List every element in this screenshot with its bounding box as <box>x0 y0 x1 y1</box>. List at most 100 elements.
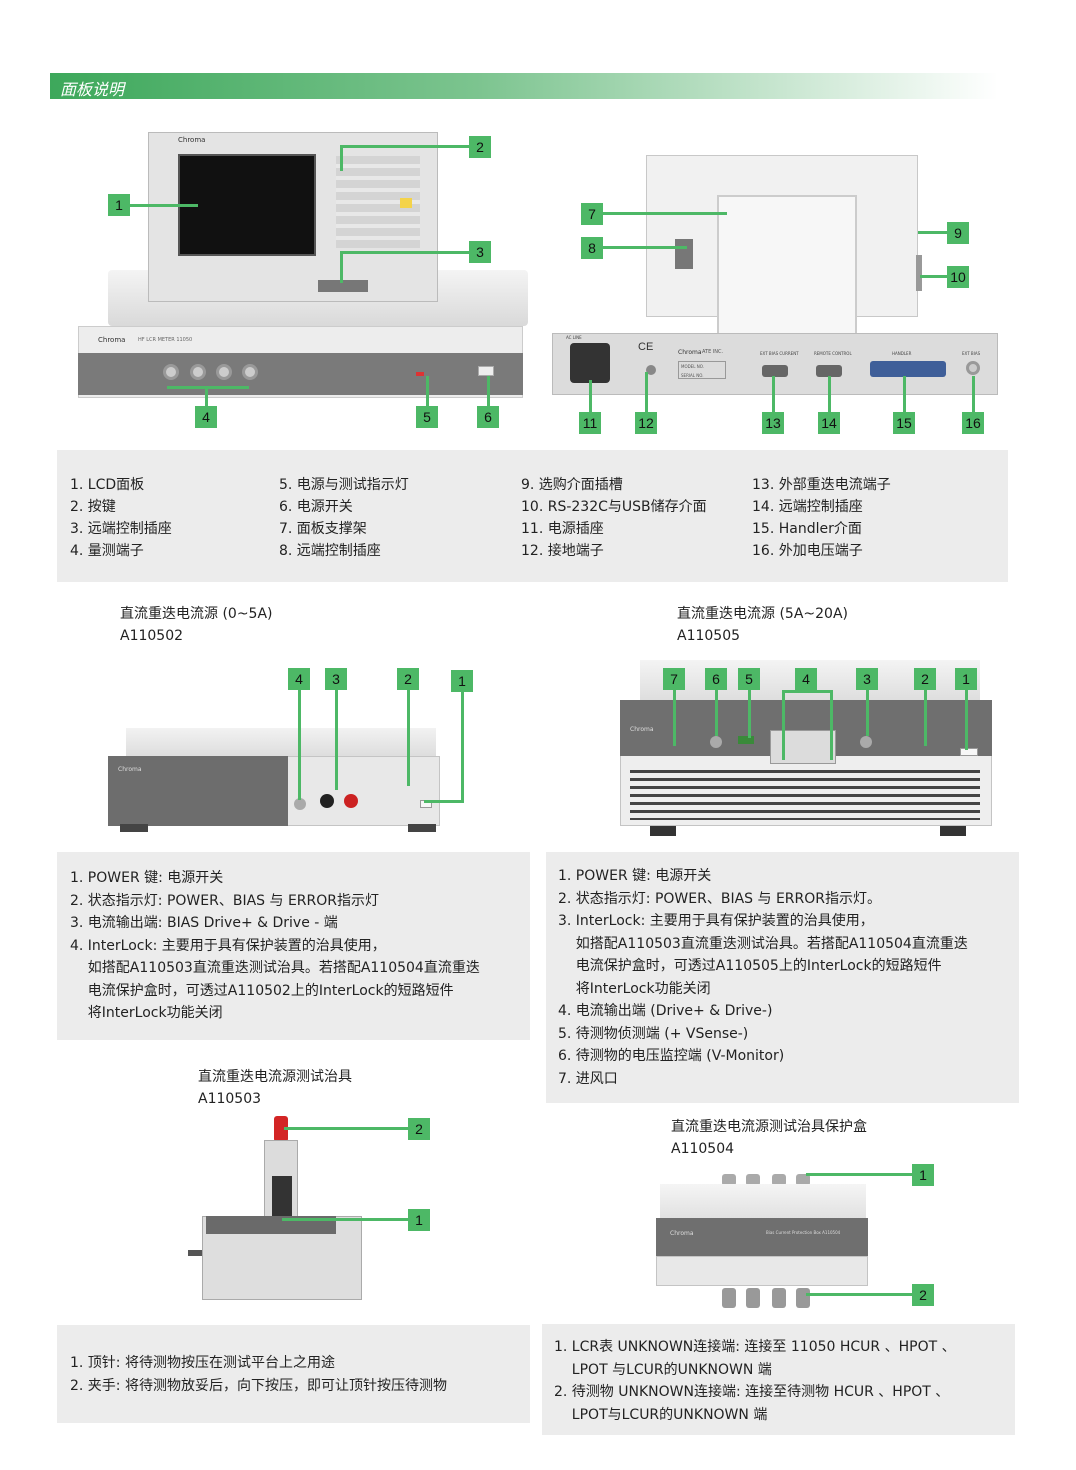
legend-item: 14. 远端控制插座 <box>752 499 863 515</box>
callout-badge: 2 <box>397 668 419 690</box>
lcr-meter-rear-image: AC LINE CE Chroma ATE INC. MODEL NO.SERI… <box>552 155 998 395</box>
ac-line-label: AC LINE <box>566 335 582 340</box>
a110504-model: A110504 <box>671 1141 735 1157</box>
callout-badge: 2 <box>914 668 936 690</box>
interlock-port <box>860 736 872 748</box>
legend-item: 3. 远端控制插座 <box>70 521 172 537</box>
ate-label: ATE INC. <box>702 349 724 355</box>
desc-line: 1. POWER 键: 电源开关 <box>558 868 712 884</box>
a110505-image: Chroma <box>620 660 992 836</box>
a110505-description-panel: 1. POWER 键: 电源开关 2. 状态指示灯: POWER、BIAS 与 … <box>546 852 1019 1103</box>
desc-line: 3. 电流输出端: BIAS Drive+ & Drive - 端 <box>70 915 338 931</box>
callout-badge: 10 <box>947 266 969 288</box>
section-title: 面板说明 <box>60 80 125 99</box>
desc-line: 电流保护盒时，可透过A110505上的InterLock的短路短件 <box>558 958 942 974</box>
desc-line: 电流保护盒时，可透过A110502上的InterLock的短路短件 <box>70 982 454 999</box>
legend-item: 16. 外加电压端子 <box>752 543 863 559</box>
callout-badge: 9 <box>947 222 969 244</box>
a110502-description-panel: 1. POWER 键: 电源开关 2. 状态指示灯: POWER、BIAS 与 … <box>57 852 530 1040</box>
desc-line: 1. POWER 键: 电源开关 <box>70 870 224 886</box>
bnc-connector-icon <box>796 1288 810 1308</box>
legend-item: 4. 量测端子 <box>70 543 144 559</box>
desc-line: 将InterLock功能关闭 <box>70 1005 223 1021</box>
desc-line: LPOT 与LCUR的UNKNOWN 端 <box>554 1361 772 1378</box>
a110502-title: 直流重迭电流源 (0~5A) <box>120 606 273 622</box>
callout-badge: 1 <box>108 194 130 216</box>
bnc-connector-icon[interactable] <box>216 364 232 380</box>
callout-badge: 3 <box>325 668 347 690</box>
callout-badge: 4 <box>288 668 310 690</box>
main-legend-panel: 1. LCD面板 2. 按键 3. 远端控制插座 4. 量测端子 5. 电源与测… <box>57 450 1008 582</box>
interlock-port <box>294 798 306 810</box>
a110503-title: 直流重迭电流源测试治具 <box>198 1069 352 1085</box>
front-model: HF LCR METER 11050 <box>138 337 193 343</box>
callout-badge: 7 <box>581 203 603 225</box>
desc-line: 如搭配A110503直流重迭测试治具。若搭配A110504直流重迭 <box>558 935 968 952</box>
bnc-connector-icon <box>772 1288 786 1308</box>
vsense-port <box>738 736 754 744</box>
callout-badge: 14 <box>818 412 840 434</box>
power-button[interactable] <box>960 748 978 756</box>
a110504-description-panel: 1. LCR表 UNKNOWN连接端: 连接至 11050 HCUR 、HPOT… <box>542 1324 1015 1435</box>
callout-badge: 13 <box>762 412 784 434</box>
callout-badge: 7 <box>663 668 685 690</box>
desc-line: 2. 夹手: 将待测物放妥后，向下按压，即可让顶针按压待测物 <box>70 1377 447 1394</box>
callout-badge: 2 <box>469 136 491 158</box>
desc-line: 将InterLock功能关闭 <box>558 980 711 997</box>
legend-item: 7. 面板支撑架 <box>279 521 367 537</box>
front-brand: Chroma <box>98 336 126 344</box>
legend-item: 8. 远端控制插座 <box>279 543 381 559</box>
desc-line: 1. 顶针: 将待测物按压在测试平台上之用途 <box>70 1355 335 1371</box>
bnc-connector-icon <box>746 1288 760 1308</box>
desc-line: 5. 待测物侦测端 (+ VSense-) <box>558 1025 749 1042</box>
desc-line: LPOT与LCUR的UNKNOWN 端 <box>554 1406 768 1423</box>
legend-item: 13. 外部重迭电流端子 <box>752 477 891 493</box>
a110503-description-panel: 1. 顶针: 将待测物按压在测试平台上之用途 2. 夹手: 将待测物放妥后，向下… <box>57 1325 530 1423</box>
callout-badge: 3 <box>856 668 878 690</box>
clamp-handle[interactable] <box>274 1116 288 1142</box>
desc-line: 如搭配A110503直流重迭测试治具。若搭配A110504直流重迭 <box>70 960 480 976</box>
bnc-connector-icon <box>722 1288 736 1308</box>
callout-badge: 12 <box>635 412 657 434</box>
ext-bias-port <box>762 365 788 377</box>
power-switch[interactable] <box>478 366 494 376</box>
bnc-connector-icon[interactable] <box>190 364 206 380</box>
rs232-port <box>675 239 693 269</box>
callout-badge: 3 <box>469 241 491 263</box>
bnc-connector-icon[interactable] <box>242 364 258 380</box>
legend-item: 10. RS-232C与USB储存介面 <box>521 499 707 515</box>
section-header-bar: 面板说明 <box>50 73 998 99</box>
v-monitor-port <box>710 736 722 748</box>
bnc-connector-icon[interactable] <box>163 364 179 380</box>
callout-badge: 1 <box>955 668 977 690</box>
legend-item: 2. 按键 <box>70 499 116 515</box>
callout-badge: 1 <box>408 1209 430 1231</box>
bnc-connector-icon <box>966 361 980 375</box>
legend-item: 6. 电源开关 <box>279 499 353 515</box>
top-brand: Chroma <box>178 136 206 144</box>
rear-brand: Chroma <box>678 349 702 356</box>
nameplate: MODEL NO.SERIAL NO. <box>678 361 726 379</box>
a110502-model: A110502 <box>120 628 184 644</box>
desc-line: 2. 待测物 UNKNOWN连接端: 连接至待测物 HCUR 、HPOT 、 <box>554 1384 950 1400</box>
legend-item: 1. LCD面板 <box>70 477 145 493</box>
desc-line: 2. 状态指示灯: POWER、BIAS 与 ERROR指示灯 <box>70 892 379 909</box>
callout-badge: 4 <box>795 668 817 690</box>
power-inlet <box>570 343 610 383</box>
callout-badge: 2 <box>408 1118 430 1140</box>
a110504-title: 直流重迭电流源测试治具保护盒 <box>671 1119 867 1135</box>
a110503-image <box>186 1112 366 1302</box>
enter-key[interactable] <box>400 198 412 208</box>
callout-badge: 1 <box>451 670 473 692</box>
a110503-model: A110503 <box>198 1091 262 1107</box>
ce-mark: CE <box>638 341 654 353</box>
desc-line: 1. LCR表 UNKNOWN连接端: 连接至 11050 HCUR 、HPOT… <box>554 1339 956 1355</box>
handler-label: HANDLER <box>892 351 912 356</box>
callout-badge: 16 <box>962 412 984 434</box>
a110504-image: Chroma Bias Current Protection Box A1105… <box>656 1174 868 1310</box>
callout-badge: 4 <box>195 406 217 428</box>
callout-badge: 8 <box>581 237 603 259</box>
desc-line: 3. InterLock: 主要用于具有保护装置的治具使用， <box>558 913 874 929</box>
ext-bias-label: EXT BIAS <box>962 351 981 356</box>
legend-item: 15. Handler介面 <box>752 521 862 537</box>
